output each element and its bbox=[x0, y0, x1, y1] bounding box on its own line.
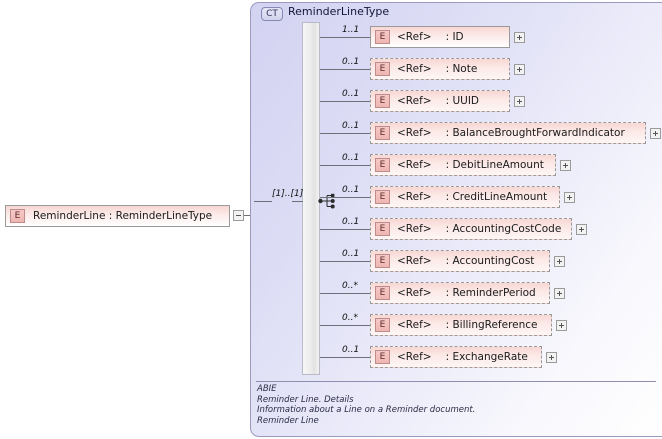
element-name-label: : CreditLineAmount bbox=[445, 191, 548, 203]
element-box[interactable]: E <Ref> : BalanceBroughtForwardIndicator bbox=[370, 122, 646, 144]
cardinality-label: 0..1 bbox=[342, 57, 360, 67]
element-box[interactable]: E <Ref> : ID bbox=[370, 26, 510, 48]
cardinality-label: 0..1 bbox=[342, 121, 360, 131]
element-ref-label: <Ref> bbox=[397, 31, 432, 43]
element-connector-line bbox=[320, 197, 370, 198]
element-badge-icon: E bbox=[375, 30, 390, 44]
element-name-label: : ID bbox=[445, 31, 464, 43]
annotation-line: Reminder Line bbox=[257, 415, 319, 426]
element-badge-icon: E bbox=[10, 209, 25, 223]
element-expand-toggle[interactable] bbox=[576, 224, 587, 235]
cardinality-label: 0..1 bbox=[342, 217, 360, 227]
element-expand-toggle[interactable] bbox=[554, 288, 565, 299]
compositor-cardinality-label: [1]..[1] bbox=[272, 189, 304, 199]
element-name-label: : Note bbox=[445, 63, 478, 75]
root-connector-line bbox=[244, 215, 254, 216]
element-badge-icon: E bbox=[375, 158, 390, 172]
element-badge-icon: E bbox=[375, 62, 390, 76]
element-connector-line bbox=[320, 165, 370, 166]
element-ref-label: <Ref> bbox=[397, 319, 432, 331]
element-name-label: : ExchangeRate bbox=[445, 351, 528, 363]
element-expand-toggle[interactable] bbox=[514, 64, 525, 75]
element-connector-line bbox=[320, 229, 370, 230]
element-name-label: : AccountingCostCode bbox=[445, 223, 562, 235]
element-badge-icon: E bbox=[375, 350, 390, 364]
annotation-divider bbox=[256, 381, 656, 382]
compositor-bar bbox=[302, 22, 320, 375]
element-expand-toggle[interactable] bbox=[514, 32, 525, 43]
element-expand-toggle[interactable] bbox=[514, 96, 525, 107]
cardinality-label: 1..1 bbox=[342, 25, 360, 35]
element-name-label: : DebitLineAmount bbox=[445, 159, 544, 171]
element-expand-toggle[interactable] bbox=[650, 128, 661, 139]
element-ref-label: <Ref> bbox=[397, 63, 432, 75]
element-ref-label: <Ref> bbox=[397, 255, 432, 267]
element-box[interactable]: E <Ref> : ExchangeRate bbox=[370, 346, 542, 368]
complextype-badge-icon: CT bbox=[261, 7, 283, 21]
sequence-compositor-icon[interactable] bbox=[318, 193, 340, 209]
element-box[interactable]: E <Ref> : CreditLineAmount bbox=[370, 186, 560, 208]
element-box[interactable]: E <Ref> : UUID bbox=[370, 90, 510, 112]
element-badge-icon: E bbox=[375, 190, 390, 204]
root-element-label: ReminderLine : ReminderLineType bbox=[33, 210, 213, 222]
element-badge-icon: E bbox=[375, 286, 390, 300]
element-expand-toggle[interactable] bbox=[554, 256, 565, 267]
complextype-title: ReminderLineType bbox=[288, 5, 390, 18]
cardinality-label: 0..1 bbox=[342, 345, 360, 355]
annotation-line: ABIE bbox=[257, 384, 277, 394]
element-ref-label: <Ref> bbox=[397, 159, 432, 171]
element-connector-line bbox=[320, 261, 370, 262]
element-connector-line bbox=[320, 325, 370, 326]
element-box[interactable]: E <Ref> : ReminderPeriod bbox=[370, 282, 550, 304]
element-ref-label: <Ref> bbox=[397, 127, 432, 139]
element-ref-label: <Ref> bbox=[397, 223, 432, 235]
element-name-label: : UUID bbox=[445, 95, 480, 107]
element-name-label: : AccountingCost bbox=[445, 255, 535, 267]
element-badge-icon: E bbox=[375, 254, 390, 268]
element-badge-icon: E bbox=[375, 94, 390, 108]
element-ref-label: <Ref> bbox=[397, 191, 432, 203]
cardinality-label: 0..1 bbox=[342, 185, 360, 195]
element-ref-label: <Ref> bbox=[397, 351, 432, 363]
complextype-annotation: ABIE Reminder Line. Details Information … bbox=[257, 384, 655, 426]
cardinality-label: 0..1 bbox=[342, 249, 360, 259]
element-box[interactable]: E <Ref> : BillingReference bbox=[370, 314, 552, 336]
compositor-inbound-line-2 bbox=[292, 201, 303, 202]
annotation-line: Reminder Line. Details bbox=[257, 394, 354, 405]
element-expand-toggle[interactable] bbox=[556, 320, 567, 331]
element-name-label: : BillingReference bbox=[445, 319, 538, 331]
cardinality-label: 0..* bbox=[342, 281, 358, 291]
element-ref-label: <Ref> bbox=[397, 95, 432, 107]
cardinality-label: 0..* bbox=[342, 313, 358, 323]
element-connector-line bbox=[320, 133, 370, 134]
element-expand-toggle[interactable] bbox=[546, 352, 557, 363]
element-box[interactable]: E <Ref> : AccountingCostCode bbox=[370, 218, 572, 240]
element-badge-icon: E bbox=[375, 318, 390, 332]
cardinality-label: 0..1 bbox=[342, 89, 360, 99]
annotation-line: Information about a Line on a Reminder d… bbox=[257, 405, 476, 415]
root-collapse-toggle[interactable] bbox=[233, 210, 244, 221]
element-name-label: : ReminderPeriod bbox=[445, 287, 536, 299]
element-connector-line bbox=[320, 101, 370, 102]
root-element-box[interactable]: E ReminderLine : ReminderLineType bbox=[5, 205, 230, 227]
element-box[interactable]: E <Ref> : DebitLineAmount bbox=[370, 154, 556, 176]
element-expand-toggle[interactable] bbox=[560, 160, 571, 171]
element-expand-toggle[interactable] bbox=[564, 192, 575, 203]
element-connector-line bbox=[320, 357, 370, 358]
element-box[interactable]: E <Ref> : Note bbox=[370, 58, 510, 80]
element-badge-icon: E bbox=[375, 126, 390, 140]
element-ref-label: <Ref> bbox=[397, 287, 432, 299]
element-connector-line bbox=[320, 69, 370, 70]
compositor-inbound-line bbox=[254, 201, 272, 202]
element-name-label: : BalanceBroughtForwardIndicator bbox=[445, 127, 625, 139]
element-box[interactable]: E <Ref> : AccountingCost bbox=[370, 250, 550, 272]
cardinality-label: 0..1 bbox=[342, 153, 360, 163]
element-connector-line bbox=[320, 293, 370, 294]
element-connector-line bbox=[320, 37, 370, 38]
element-badge-icon: E bbox=[375, 222, 390, 236]
